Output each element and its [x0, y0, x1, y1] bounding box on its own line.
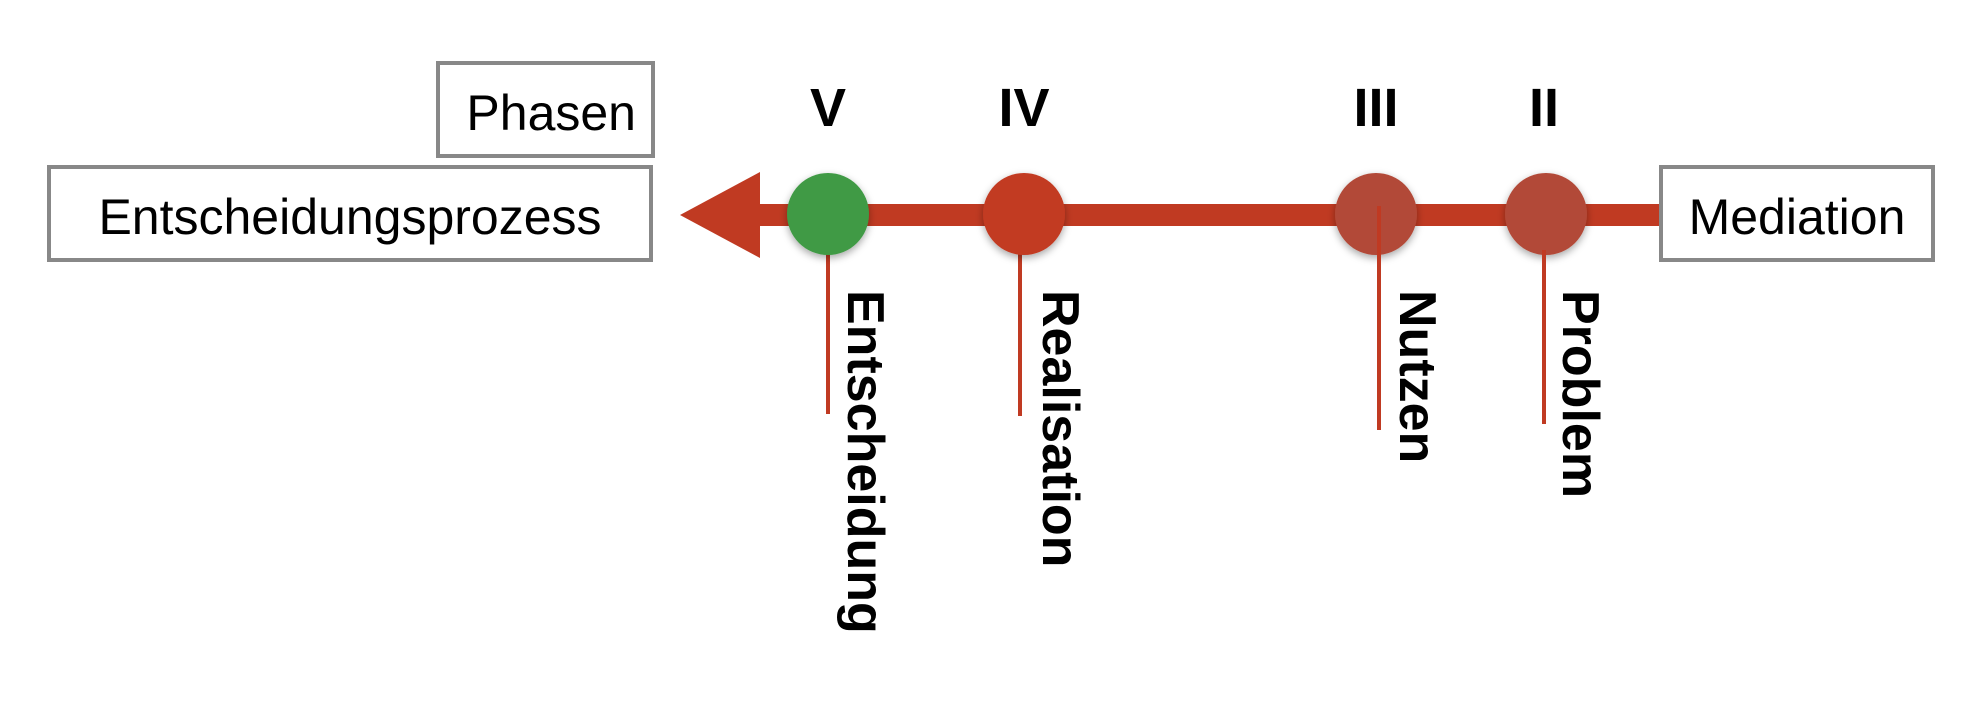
- phasen-label: Phasen: [466, 85, 636, 141]
- phase-v-node: [787, 173, 869, 255]
- phase-iii-node: [1335, 173, 1417, 255]
- phase-iv-numeral: IV: [998, 78, 1049, 138]
- timeline-arrowhead: [680, 172, 760, 258]
- phase-ii-label: Problem: [1551, 290, 1609, 498]
- phasen-box: [436, 61, 655, 158]
- phase-ii: II Problem: [1505, 78, 1609, 498]
- mediation-box: [1659, 165, 1935, 262]
- phase-ii-node: [1505, 173, 1587, 255]
- phase-iv-label: Realisation: [1031, 290, 1089, 567]
- phase-iii: III Nutzen: [1335, 78, 1446, 463]
- phase-iii-label: Nutzen: [1388, 290, 1446, 463]
- mediation-label: Mediation: [1689, 189, 1906, 245]
- phase-v-numeral: V: [810, 78, 846, 138]
- phase-ii-numeral: II: [1529, 78, 1559, 138]
- phase-v-label: Entscheidung: [836, 290, 894, 634]
- entscheidungsprozess-label: Entscheidungsprozess: [98, 189, 601, 245]
- phase-iii-numeral: III: [1353, 78, 1398, 138]
- phase-iv: IV Realisation: [983, 78, 1089, 567]
- phase-v: V Entscheidung: [787, 78, 894, 634]
- timeline-bar: [750, 204, 1670, 226]
- entscheidungsprozess-box: [47, 165, 653, 262]
- phase-iv-node: [983, 173, 1065, 255]
